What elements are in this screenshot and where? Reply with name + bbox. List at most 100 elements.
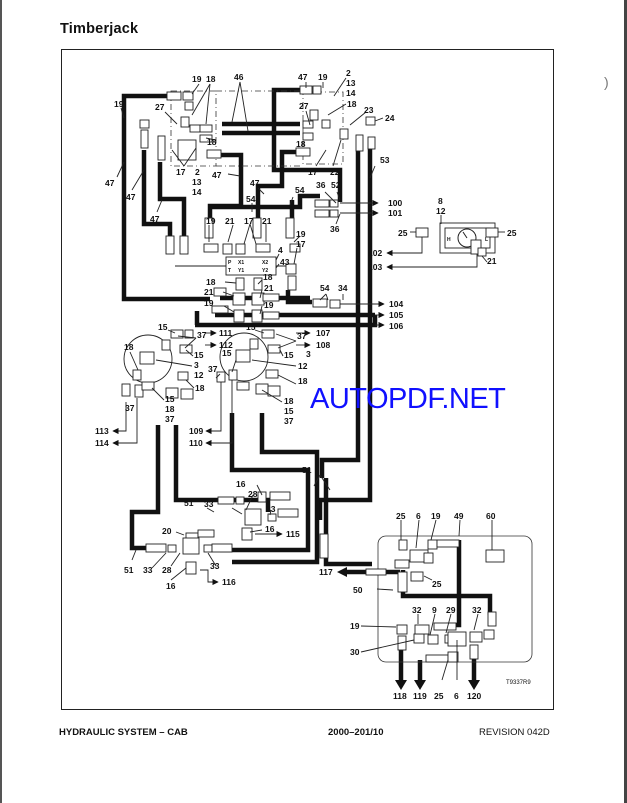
callout: 18	[296, 139, 306, 149]
footer-doc-number: 2000–201/10	[328, 727, 384, 738]
callout: 47	[212, 170, 222, 180]
figure-id: T9337R9	[506, 680, 531, 686]
callout: 18	[124, 342, 134, 352]
callout: 13	[346, 78, 356, 88]
callout: 17	[176, 167, 186, 177]
callout: 36	[316, 180, 326, 190]
port-label: 112	[219, 340, 233, 350]
arrowheads-heavy	[337, 567, 480, 690]
callout: 15	[222, 348, 232, 358]
callout: 28	[248, 489, 258, 499]
callout: 25	[434, 691, 444, 701]
port-label: 107	[316, 328, 330, 338]
callout: 18	[206, 74, 216, 84]
callout: 21	[262, 216, 272, 226]
callout: 9	[432, 605, 437, 615]
callout: 47	[150, 214, 160, 224]
callout: 30	[350, 647, 360, 657]
callout: 12	[436, 206, 446, 216]
callout: 19	[431, 511, 441, 521]
callout: 16	[236, 479, 246, 489]
port-label: 119	[413, 691, 427, 701]
callout: 18	[263, 272, 273, 282]
callout: 18	[165, 404, 175, 414]
callout: 18	[206, 277, 216, 287]
hose-54-c	[285, 290, 312, 305]
hose-52	[319, 150, 361, 478]
callout: 3	[194, 360, 199, 370]
hose-51-c	[220, 413, 311, 553]
callout: 50	[353, 585, 363, 595]
callout: 37	[284, 416, 294, 426]
callout: 25	[432, 579, 442, 589]
callout: 15	[284, 406, 294, 416]
callout: 15	[246, 322, 256, 332]
page-edge-right	[624, 0, 627, 803]
callout: 15	[158, 322, 168, 332]
callout: 37	[208, 364, 218, 374]
callout: 17	[244, 216, 254, 226]
callout: 12	[194, 370, 204, 380]
page-edge-left	[0, 0, 2, 803]
callout: 25	[398, 228, 408, 238]
port-label: 117	[319, 567, 333, 577]
valve-port-x1: X1	[238, 260, 244, 266]
callout: 4	[278, 245, 283, 255]
valve-port-t: T	[228, 268, 231, 274]
footer-revision: REVISION 042D	[479, 727, 550, 738]
fittings	[121, 85, 505, 663]
callout: 37	[125, 403, 135, 413]
callout: 6	[416, 511, 421, 521]
callout: 18	[195, 383, 205, 393]
callout: 27	[155, 102, 165, 112]
callout: 25	[507, 228, 517, 238]
port-label: 106	[389, 321, 403, 331]
callout: 51	[184, 498, 194, 508]
arrow-118-icon	[395, 680, 407, 690]
callout: 47	[298, 72, 308, 82]
callout-labels: 19 18 46 47 19 2 13 14 19 27 27 18 23 24…	[105, 68, 517, 701]
callout: 19	[318, 72, 328, 82]
callout: 19	[204, 298, 214, 308]
port-label: 115	[286, 529, 300, 539]
callout: 21	[264, 283, 274, 293]
port-label: 109	[189, 426, 203, 436]
callout: 19	[350, 621, 360, 631]
callout: 54	[320, 283, 330, 293]
callout: 22	[330, 167, 340, 177]
valve-port-labels: P X1 X2 T Y1 Y2 H L	[228, 237, 488, 274]
gauge-port-h: H	[447, 237, 451, 243]
callout: 18	[207, 137, 217, 147]
hose-47-right	[271, 87, 343, 202]
callout: 36	[330, 224, 340, 234]
callout: 47	[105, 178, 115, 188]
port-label: 101	[388, 208, 402, 218]
callout: 53	[380, 155, 390, 165]
hose-54-a	[208, 193, 320, 210]
callout: 3	[306, 349, 311, 359]
callout: 19	[264, 300, 274, 310]
port-label: 102	[368, 248, 382, 258]
hose-47-b	[157, 162, 187, 236]
callout: 15	[165, 394, 175, 404]
callout: 24	[385, 113, 395, 123]
callout: 14	[192, 187, 202, 197]
callout: 54	[246, 194, 256, 204]
callout: 23	[364, 105, 374, 115]
valve-port-p: P	[228, 260, 232, 266]
port-label: 108	[316, 340, 330, 350]
pilot-joystick-right	[219, 332, 269, 382]
callout: 51	[302, 465, 312, 475]
hose-47-a	[141, 150, 173, 236]
callout: 18	[298, 376, 308, 386]
callout: 51	[124, 565, 134, 575]
callout: 54	[295, 185, 305, 195]
callout: 43	[280, 257, 290, 267]
callout: 17	[296, 239, 306, 249]
callout: 33	[210, 561, 220, 571]
callout: 33	[204, 499, 214, 509]
port-label: 103	[368, 262, 382, 272]
watermark: AUTOPDF.NET	[310, 383, 506, 415]
port-label: 100	[388, 198, 402, 208]
